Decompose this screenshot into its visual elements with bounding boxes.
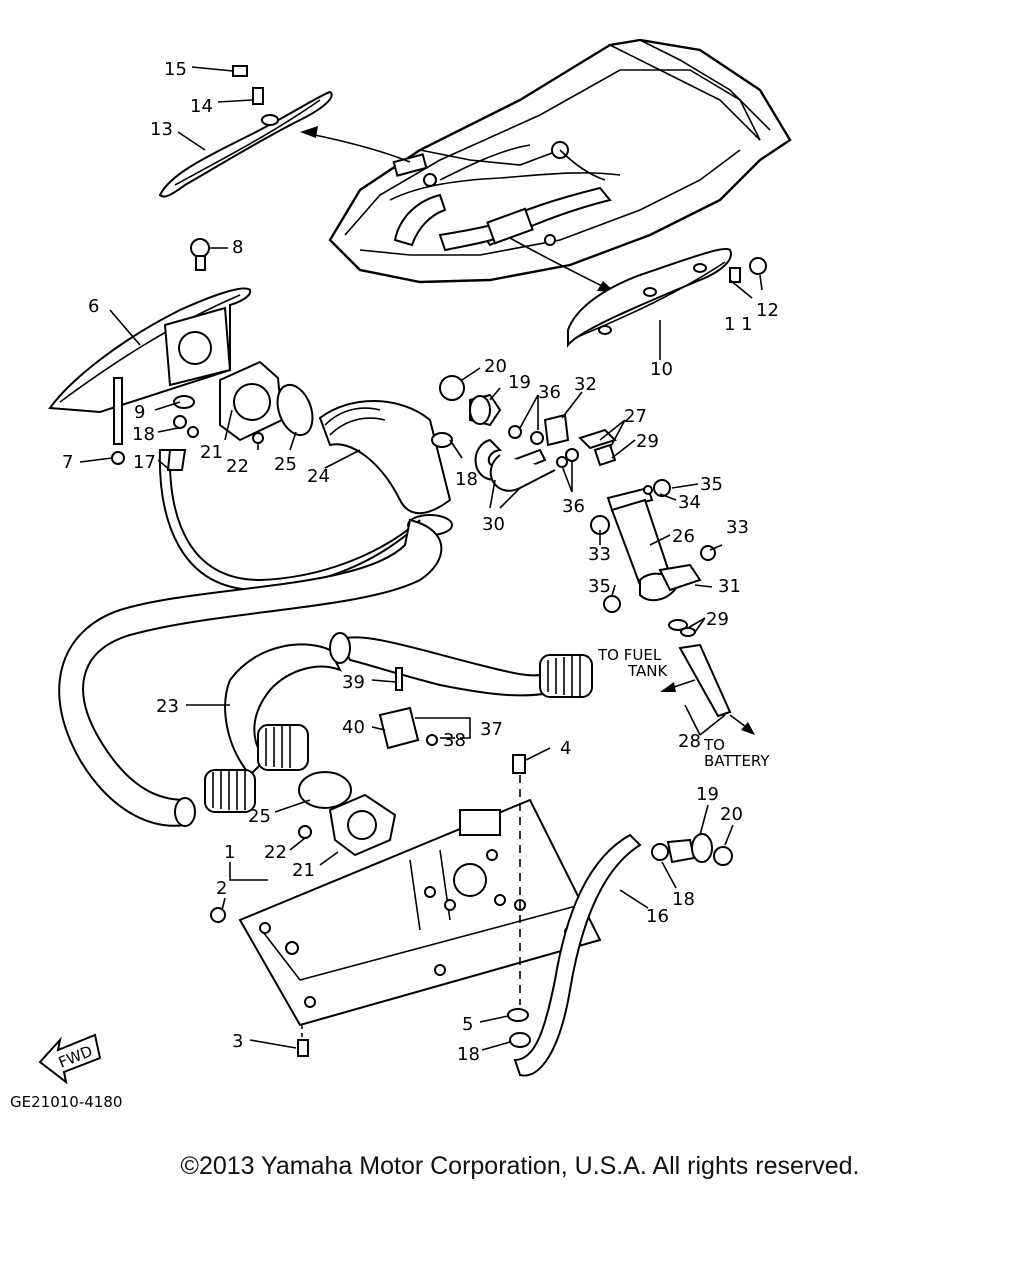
callout-33b: 33: [588, 544, 611, 565]
callout-3: 3: [232, 1031, 243, 1052]
diagram-code: GE21010-4180: [10, 1093, 122, 1111]
callout-2: 2: [216, 878, 227, 899]
cover-10: [567, 248, 767, 348]
callout-35b: 35: [588, 576, 611, 597]
upper-exhaust-parts: [158, 360, 453, 592]
callout-7: 7: [62, 452, 73, 473]
callout-26: 26: [672, 526, 695, 547]
callout-22b: 22: [264, 842, 287, 863]
callout-15: 15: [164, 59, 187, 80]
hose-16: [513, 833, 733, 1077]
to-battery-line1: TO: [703, 736, 725, 754]
callout-25a: 25: [274, 454, 297, 475]
box-1: [210, 754, 602, 1057]
callout-21b: 21: [292, 860, 315, 881]
cover-6: [48, 238, 252, 465]
callout-29b: 29: [706, 609, 729, 630]
callout-22a: 22: [226, 456, 249, 477]
fwd-arrow: [38, 1033, 102, 1085]
hull-illustration: [328, 38, 792, 284]
callout-38: 38: [443, 730, 466, 751]
to-battery-line2: BATTERY: [704, 752, 770, 770]
leader-lines: [79, 66, 763, 1051]
callout-27: 27: [624, 406, 647, 427]
callout-31: 31: [718, 576, 741, 597]
callout-18d: 18: [457, 1044, 480, 1065]
callout-20b: 20: [720, 804, 743, 825]
callout-14: 14: [190, 96, 213, 117]
callout-34: 34: [678, 492, 701, 513]
to-fuel-tank-line2: TANK: [627, 662, 668, 680]
callout-8: 8: [232, 237, 243, 258]
callout-17: 17: [133, 452, 156, 473]
callout-12: 12: [756, 300, 779, 321]
callout-18a: 18: [132, 424, 155, 445]
callout-40: 40: [342, 717, 365, 738]
callout-36a: 36: [538, 382, 561, 403]
callout-numbers: 15 14 13 8 6 9 18 7 17 21 22 25 24 12 1 …: [62, 59, 779, 1065]
callout-10: 10: [650, 359, 673, 380]
callout-33a: 33: [726, 517, 749, 538]
callout-21a: 21: [200, 442, 223, 463]
copyright-notice: ©2013 Yamaha Motor Corporation, U.S.A. A…: [180, 1152, 860, 1180]
callout-29a: 29: [636, 431, 659, 452]
callout-9: 9: [134, 402, 145, 423]
callout-30: 30: [482, 514, 505, 535]
callout-4: 4: [560, 738, 571, 759]
callout-37: 37: [480, 719, 503, 740]
callout-39: 39: [342, 672, 365, 693]
callout-6: 6: [88, 296, 99, 317]
callout-25b: 25: [248, 806, 271, 827]
cover-13: [158, 65, 333, 198]
callout-19b: 19: [696, 784, 719, 805]
callout-1: 1: [224, 842, 235, 863]
callout-24: 24: [307, 466, 330, 487]
callout-35a: 35: [700, 474, 723, 495]
callout-28: 28: [678, 731, 701, 752]
muffler-hose-23: [58, 518, 593, 857]
callout-16: 16: [646, 906, 669, 927]
callout-20a: 20: [484, 356, 507, 377]
fuel-components: [439, 375, 755, 735]
callout-13: 13: [150, 119, 173, 140]
callout-11: 1 1: [724, 314, 753, 335]
callout-23: 23: [156, 696, 179, 717]
callout-18b: 18: [455, 469, 478, 490]
to-fuel-tank-line1: TO FUEL: [597, 646, 662, 664]
callout-36b: 36: [562, 496, 585, 517]
callout-32: 32: [574, 374, 597, 395]
callout-5: 5: [462, 1014, 473, 1035]
callout-19a: 19: [508, 372, 531, 393]
callout-18c: 18: [672, 889, 695, 910]
